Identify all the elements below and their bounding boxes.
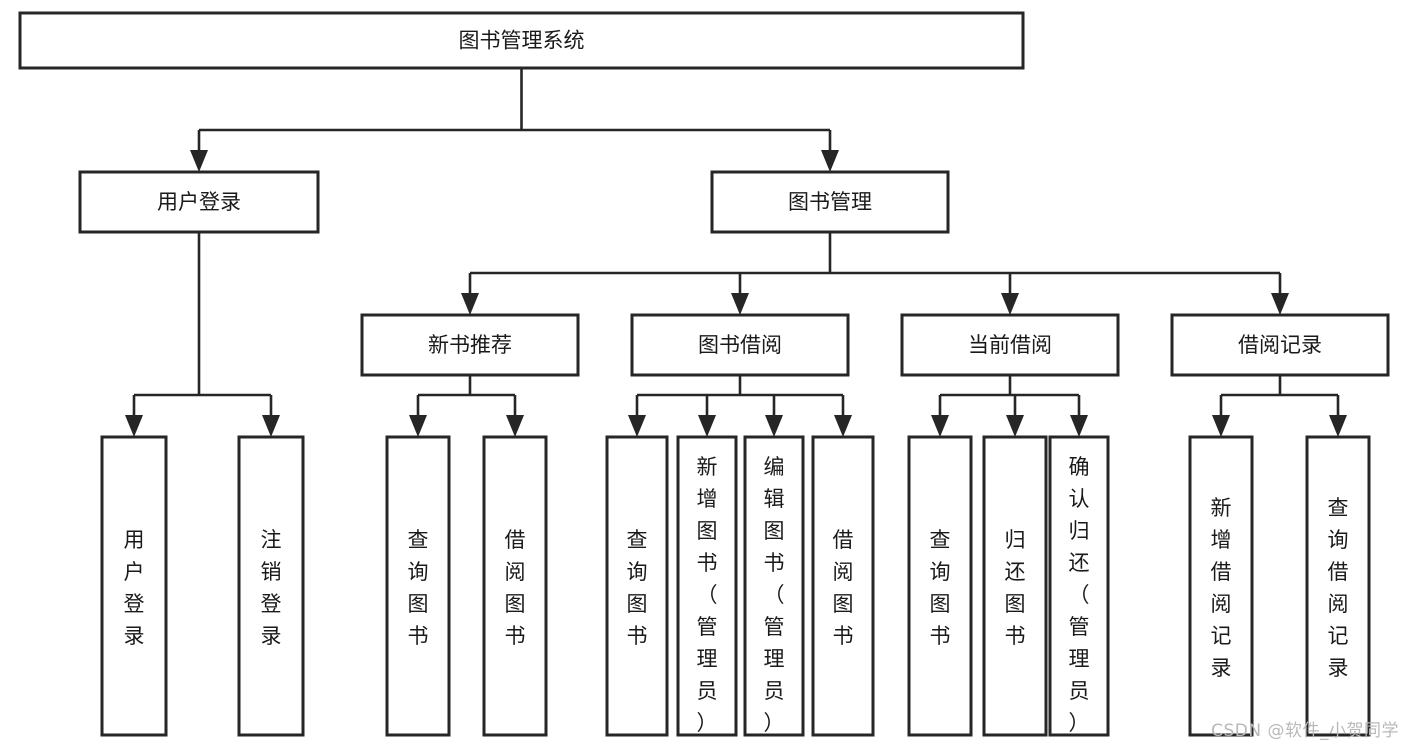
node-label-leaf-edit-book: 编辑图书（管理员）: [764, 455, 785, 735]
node-label-leaf-query-book-current: 查询图书: [930, 528, 951, 648]
node-box-leaf-query-book-recommend: [385, 435, 451, 737]
node-label-leaf-borrow-book-recommend: 借阅图书: [505, 528, 526, 648]
watermark-label: CSDN @软件_小贺同学: [1211, 721, 1399, 741]
node-box-leaf-confirm-return: [1048, 435, 1110, 737]
node-leaf-borrow-book-recommend[interactable]: 借阅图书: [482, 435, 548, 737]
node-leaf-confirm-return[interactable]: 确认归还（管理员）: [1048, 435, 1110, 737]
node-box-book-management: [710, 170, 950, 234]
edge-group-book-management: [461, 232, 1289, 315]
node-user-login[interactable]: 用户登录: [78, 170, 320, 234]
node-leaf-return-book[interactable]: 归还图书: [982, 435, 1048, 737]
node-box-book-borrow: [630, 313, 850, 377]
arrow-head-e-cb-leaf1: [931, 415, 949, 437]
node-label-leaf-add-book: 新增图书（管理员）: [697, 455, 718, 735]
arrow-head-e-bb-leaf2: [698, 415, 716, 437]
node-box-borrow-record: [1170, 313, 1390, 377]
node-book-borrow[interactable]: 图书借阅: [630, 313, 850, 377]
node-box-leaf-edit-book: [743, 435, 805, 737]
node-leaf-borrow-book[interactable]: 借阅图书: [811, 435, 875, 737]
node-label-leaf-query-record: 查询借阅记录: [1328, 496, 1349, 680]
node-new-book-recommend[interactable]: 新书推荐: [360, 313, 580, 377]
arrow-head-e-bb-leaf4: [834, 415, 852, 437]
node-leaf-logout[interactable]: 注销登录: [237, 435, 305, 737]
node-leaf-user-login[interactable]: 用户登录: [100, 435, 168, 737]
node-leaf-query-record[interactable]: 查询借阅记录: [1305, 435, 1371, 737]
node-box-leaf-add-record: [1188, 435, 1254, 737]
node-box-leaf-borrow-book: [811, 435, 875, 737]
node-leaf-query-book-recommend[interactable]: 查询图书: [385, 435, 451, 737]
arrow-head-e-root-user-login: [190, 150, 208, 172]
node-box-leaf-query-book-current: [907, 435, 973, 737]
edge-group-new-book-recommend: [409, 375, 524, 437]
edge-group-borrow-record: [1212, 375, 1347, 437]
node-book-management[interactable]: 图书管理: [710, 170, 950, 234]
node-box-leaf-logout: [237, 435, 305, 737]
node-label-borrow-record: 借阅记录: [1238, 333, 1322, 357]
arrow-head-e-bb-leaf1: [628, 415, 646, 437]
node-box-leaf-return-book: [982, 435, 1048, 737]
arrow-head-e-ul-leaf2: [262, 415, 280, 437]
node-box-leaf-query-book-borrow: [605, 435, 669, 737]
node-box-leaf-add-book: [676, 435, 738, 737]
node-label-book-borrow: 图书借阅: [698, 333, 782, 357]
arrow-head-e-nbr-leaf1: [409, 415, 427, 437]
node-leaf-edit-book[interactable]: 编辑图书（管理员）: [743, 435, 805, 737]
node-layer: 图书管理系统用户登录图书管理新书推荐图书借阅当前借阅借阅记录用户登录注销登录查询…: [18, 11, 1390, 737]
arrow-head-e-cb-leaf3: [1070, 415, 1088, 437]
node-leaf-query-book-borrow[interactable]: 查询图书: [605, 435, 669, 737]
node-box-root: [18, 11, 1025, 70]
node-leaf-add-record[interactable]: 新增借阅记录: [1188, 435, 1254, 737]
node-label-leaf-query-book-recommend: 查询图书: [408, 528, 429, 648]
node-label-leaf-borrow-book: 借阅图书: [833, 528, 854, 648]
edge-group-book-borrow: [628, 375, 852, 437]
edge-group-root: [190, 68, 839, 172]
node-label-leaf-user-login: 用户登录: [124, 528, 145, 648]
node-current-borrow[interactable]: 当前借阅: [900, 313, 1120, 377]
node-leaf-query-book-current[interactable]: 查询图书: [907, 435, 973, 737]
node-box-current-borrow: [900, 313, 1120, 377]
node-box-new-book-recommend: [360, 313, 580, 377]
node-label-leaf-add-record: 新增借阅记录: [1211, 496, 1232, 680]
arrow-head-e-bm-current-borrow: [1001, 293, 1019, 315]
node-label-current-borrow: 当前借阅: [968, 333, 1052, 357]
node-borrow-record[interactable]: 借阅记录: [1170, 313, 1390, 377]
arrow-head-e-br-leaf1: [1212, 415, 1230, 437]
arrow-head-e-root-book-management: [821, 150, 839, 172]
edge-group-current-borrow: [931, 375, 1088, 437]
arrow-head-e-cb-leaf2: [1006, 415, 1024, 437]
node-label-user-login: 用户登录: [157, 190, 241, 214]
arrow-head-e-ul-leaf1: [125, 415, 143, 437]
node-box-leaf-user-login: [100, 435, 168, 737]
node-box-leaf-query-record: [1305, 435, 1371, 737]
node-box-user-login: [78, 170, 320, 234]
connector-layer: [125, 68, 1347, 437]
node-label-book-management: 图书管理: [788, 190, 872, 214]
edge-group-user-login: [125, 232, 280, 437]
node-label-leaf-query-book-borrow: 查询图书: [627, 528, 648, 648]
node-box-leaf-borrow-book-recommend: [482, 435, 548, 737]
arrow-head-e-bb-leaf3: [765, 415, 783, 437]
node-label-new-book-recommend: 新书推荐: [428, 333, 512, 357]
node-label-root: 图书管理系统: [459, 29, 585, 53]
node-leaf-add-book[interactable]: 新增图书（管理员）: [676, 435, 738, 737]
node-label-leaf-logout: 注销登录: [261, 528, 282, 648]
arrow-head-e-nbr-leaf2: [506, 415, 524, 437]
node-label-leaf-return-book: 归还图书: [1005, 528, 1026, 648]
arrow-head-e-bm-book-borrow: [731, 293, 749, 315]
node-label-leaf-confirm-return: 确认归还（管理员）: [1069, 455, 1090, 735]
arrow-head-e-bm-new-book: [461, 293, 479, 315]
node-root[interactable]: 图书管理系统: [18, 11, 1025, 70]
arrow-head-e-br-leaf2: [1329, 415, 1347, 437]
arrow-head-e-bm-borrow-record: [1271, 293, 1289, 315]
